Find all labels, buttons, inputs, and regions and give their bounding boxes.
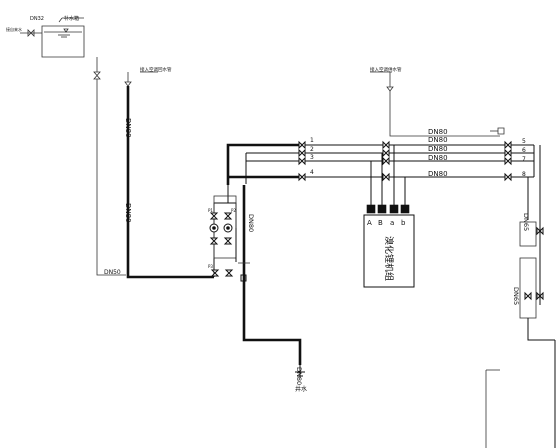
exchanger-port: b [401,219,406,227]
header-end-number: 5 [522,138,526,145]
port-valve-icon [377,204,387,214]
gate-valve-icon [298,140,306,182]
header-line-4: 4 DN80 8 [228,169,534,179]
header-number: 4 [310,169,314,176]
header-end-number: 8 [522,171,526,178]
gate-valve-icon [382,140,390,182]
tank-inlet-valve-icon [27,29,35,37]
tank-inlet-text: 接自来水 [6,26,22,32]
gate-valve-icon [504,140,512,182]
tank-drop-pipe [96,79,126,276]
header-number: 2 [310,146,314,153]
port-valve-icon [366,204,376,214]
gate-valve-icon [224,269,234,277]
port-valve-icon [400,204,410,214]
tank-inlet-size: DN32 [30,16,44,22]
well-label: 井水 [295,385,307,393]
top-line-size: DN80 [428,128,448,136]
vertical-left-size-lower: DN80 [124,203,132,223]
heat-exchanger: A B a b 溴化锂机组 [363,145,415,288]
exchanger-label: 溴化锂机组 [383,236,395,281]
top-line-fitting-icon [497,127,505,135]
pipe-a-arrow-icon [124,81,132,87]
pipe-b-label: 接入空调供水管 [370,66,402,73]
exchanger-port: B [378,219,383,227]
exchanger-body [363,214,415,288]
check-valve-icon [209,237,219,245]
header-size: DN80 [428,145,448,153]
pipe-a-label: 接入空调回水管 [140,66,172,73]
pipe-b-arrow-icon [386,86,394,92]
tank-body [41,25,85,58]
pump-label: P2 [231,208,236,213]
water-tank: DN32 接自来水 补水箱 [6,15,85,58]
gate-valve-icon [209,212,219,220]
header-line-3: 3 DN80 7 [246,154,534,163]
well-symbol-icon [295,365,305,378]
header-line-2: 2 DN80 6 [246,145,534,154]
header-size: DN80 [428,154,448,162]
top-line-pipe [389,91,500,137]
exchanger-port: A [367,219,372,227]
header-size: DN80 [428,136,448,144]
pump-group: P1 P2 P3 [208,185,247,282]
pump-label: P1 [208,208,213,213]
return-vertical-pipe [126,86,214,279]
header-end-number: 6 [522,147,526,154]
port-valve-icon [389,204,399,214]
vertical-left-size: DN80 [124,118,132,138]
gate-valve-icon [210,269,220,277]
header-line-1: 1 DN80 5 [226,136,534,185]
tank-drop-size: DN50 [104,269,121,276]
pump-riser-size: DN80 [247,214,255,232]
gate-valve-icon [524,226,544,301]
right-size-lower: DN65 [512,287,520,305]
header-size: DN80 [428,170,448,178]
tank-label: 补水箱 [64,15,79,22]
exchanger-port: a [390,219,394,227]
tank-label-leader [58,17,63,23]
gate-valve-icon [223,212,233,220]
pump-label: P3 [208,264,213,269]
header-number: 3 [310,154,314,161]
check-valve-icon [223,237,233,245]
header-number: 1 [310,137,314,144]
header-end-number: 7 [522,156,526,163]
tank-drop-valve-icon [93,71,101,80]
well-pipe [242,185,302,365]
